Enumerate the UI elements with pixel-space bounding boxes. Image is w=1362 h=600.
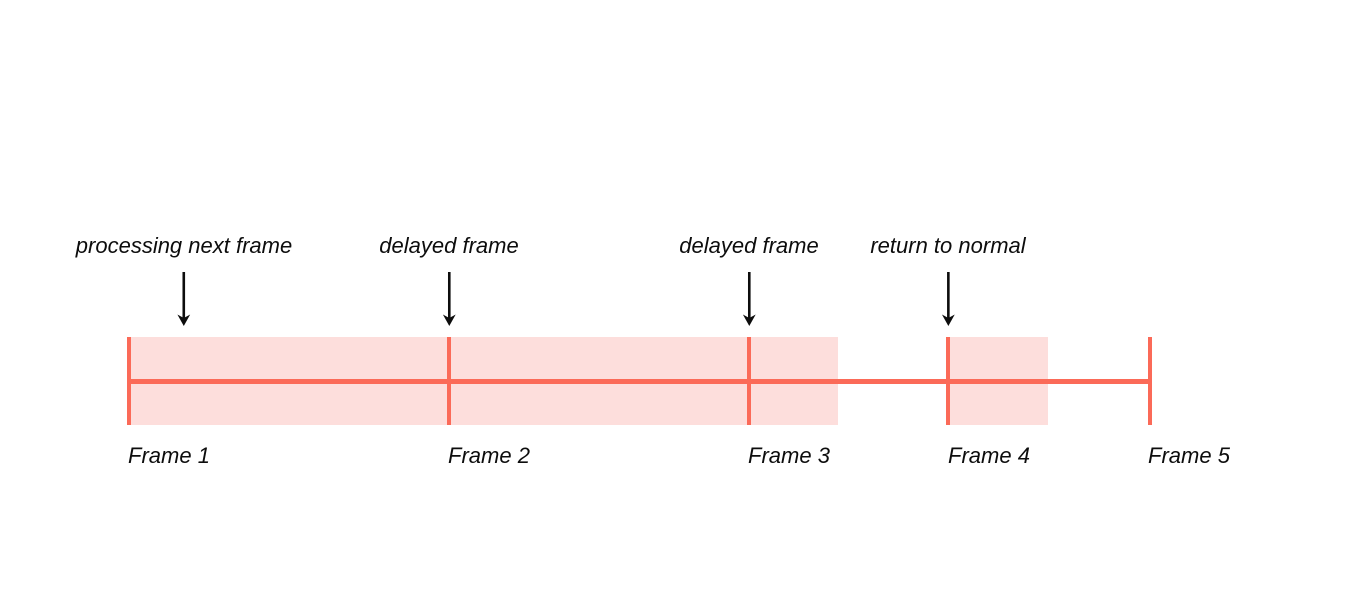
annotation-return-to-normal: return to normal xyxy=(870,232,1026,328)
annotation-delayed-frame-3: delayed frame xyxy=(679,232,819,328)
frame-tick-1 xyxy=(127,337,131,425)
frame-caption-3: Frame 3 xyxy=(748,443,830,468)
annotation-processing-next-frame: processing next frame xyxy=(76,232,292,328)
frame-tick-2 xyxy=(447,337,451,425)
arrow-down-icon xyxy=(742,272,756,326)
frame-caption-4: Frame 4 xyxy=(948,443,1030,468)
frame-tick-5 xyxy=(1148,337,1152,425)
frame-tick-4 xyxy=(946,337,950,425)
annotation-delayed-frame-2: delayed frame xyxy=(379,232,519,328)
arrow-down-icon xyxy=(442,272,456,326)
timeline-axis xyxy=(129,379,1150,384)
annotation-label: delayed frame xyxy=(679,233,819,258)
frame-caption-2: Frame 2 xyxy=(448,443,530,468)
frame-caption-1: Frame 1 xyxy=(128,443,210,468)
annotation-label: return to normal xyxy=(870,233,1026,258)
arrow-down-icon xyxy=(177,272,191,326)
annotation-label: delayed frame xyxy=(379,233,519,258)
annotation-label: processing next frame xyxy=(75,233,293,258)
frame-caption-5: Frame 5 xyxy=(1148,443,1230,468)
frame-tick-3 xyxy=(747,337,751,425)
arrow-down-icon xyxy=(941,272,955,326)
